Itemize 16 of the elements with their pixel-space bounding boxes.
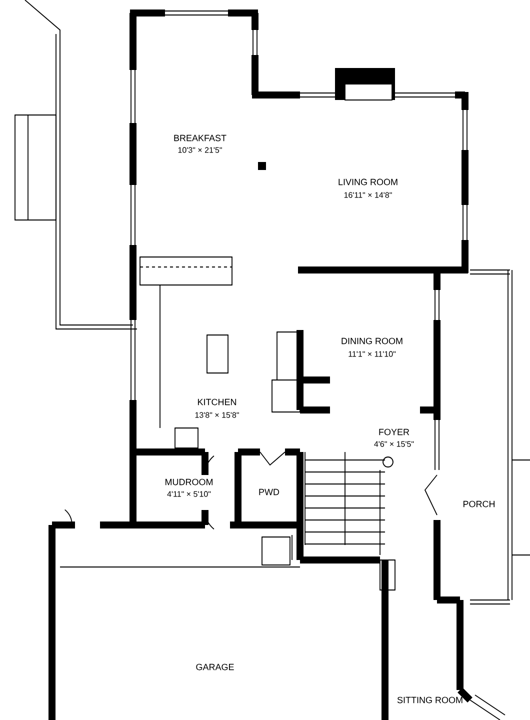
room-name: SITTING ROOM (397, 696, 462, 704)
room-name: PWD (259, 488, 280, 496)
room-dimension: 16'11" × 14'8" (344, 192, 392, 198)
room-name: MUDROOM (166, 478, 212, 486)
room-name: DINING ROOM (342, 338, 402, 344)
room-name: LIVING ROOM (338, 178, 398, 186)
room-name: FOYER (379, 428, 410, 436)
room-dimension: 11'1" × 11'10" (348, 351, 396, 357)
room-name: GARAGE (196, 664, 234, 670)
room-name: BREAKFAST (174, 134, 226, 142)
room-name: KITCHEN (198, 398, 236, 406)
room-dimension: 13'8" × 15'8" (195, 412, 239, 418)
room-name: PORCH (464, 500, 495, 508)
room-dimension: 4'6" × 15'5" (374, 441, 414, 447)
room-dimension: 4'11" × 5'10" (167, 491, 211, 497)
room-dimension: 10'3" × 21'5" (178, 147, 222, 153)
